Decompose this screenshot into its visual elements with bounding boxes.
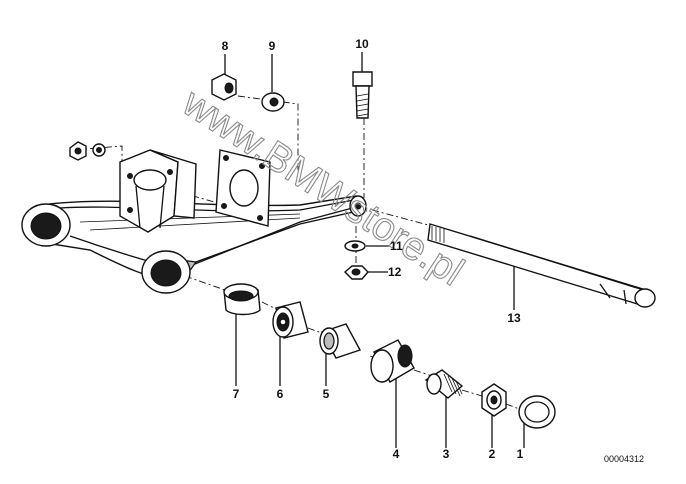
callout-13: 13	[507, 311, 521, 325]
part-3-threaded-sleeve	[424, 369, 464, 399]
nut-and-washer-upper-left	[69, 141, 106, 161]
callout-11: 11	[390, 239, 403, 253]
swing-arm	[21, 149, 367, 294]
callout-7: 7	[233, 387, 240, 401]
part-1-cap	[518, 395, 556, 429]
part-4-bushing	[370, 339, 415, 383]
part-5-sleeve	[319, 323, 362, 359]
callout-4: 4	[393, 447, 400, 461]
part-6-bearing	[272, 301, 309, 339]
callout-6: 6	[277, 387, 284, 401]
callout-2: 2	[489, 447, 496, 461]
part-8-nut	[211, 73, 237, 101]
callout-8: 8	[222, 39, 229, 53]
part-7-ring	[223, 283, 261, 316]
part-12-nut	[343, 265, 369, 280]
callout-1: 1	[517, 447, 524, 461]
callout-12: 12	[388, 265, 402, 279]
callout-numbers: 1 2 3 4 5 6 7 8 9 10 11 12 13	[222, 37, 524, 461]
part-2-nut	[481, 383, 507, 417]
callout-3: 3	[443, 447, 450, 461]
part-9-washer	[261, 92, 285, 112]
callout-5: 5	[323, 387, 330, 401]
callout-9: 9	[269, 39, 276, 53]
gasket-plate	[215, 149, 271, 227]
part-10-bolt	[352, 71, 373, 119]
part-11-washer	[344, 240, 366, 252]
part-13-axle	[427, 223, 656, 308]
callout-leaders	[224, 52, 525, 448]
callout-10: 10	[355, 37, 369, 51]
image-code: 00004312	[604, 454, 644, 464]
